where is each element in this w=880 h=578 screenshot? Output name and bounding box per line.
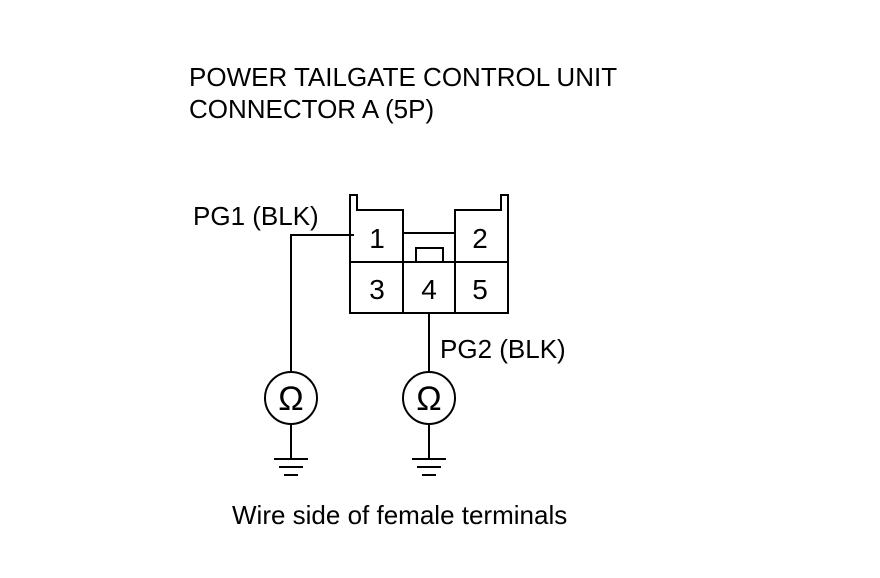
pg1-wire-label: PG1 (BLK) [193,201,319,231]
connector-key [415,247,444,263]
ground-icon [274,458,308,476]
terminal-3-label: 3 [369,274,385,305]
title-line-2: CONNECTOR A (5P) [189,94,435,124]
pg2-wire-label: PG2 (BLK) [440,334,566,364]
terminal-2-label: 2 [472,223,488,254]
terminal-1-label: 1 [369,223,385,254]
terminal-4-label: 4 [421,274,437,305]
pg1-wire [290,234,354,372]
terminal-5-label: 5 [472,274,488,305]
ground-icon [412,458,446,476]
title-line-1: POWER TAILGATE CONTROL UNIT [189,62,618,92]
ohm-symbol-right: Ω [416,380,441,418]
ohm-symbol-left: Ω [278,380,303,418]
diagram-caption: Wire side of female terminals [232,500,568,530]
